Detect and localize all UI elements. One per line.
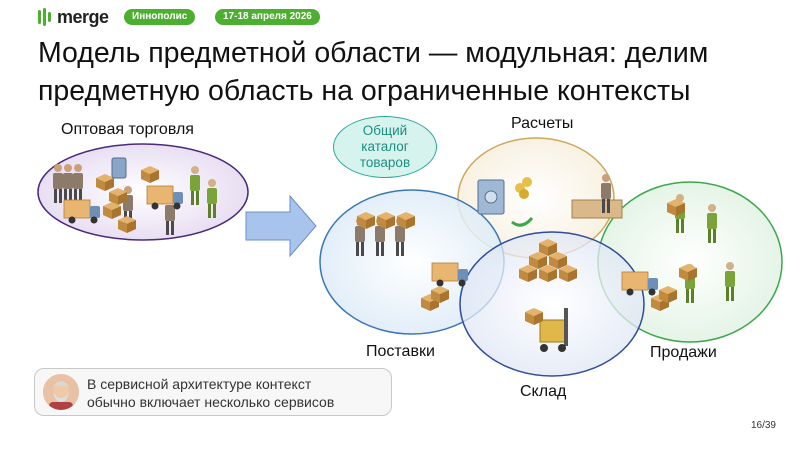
catalog-line-1: Общий [362,123,408,138]
logo-text: merge [57,6,109,27]
payments-cashier-icon [571,174,623,219]
slide-title-line-1: Модель предметной области — модульная: д… [38,37,709,69]
payments-context-label: Расчеты [511,115,574,132]
wholesale-safe-icon [111,157,127,179]
speaker-avatar [43,374,79,410]
merge-logo-icon [38,8,51,26]
note-line-2: обычно включает несколько сервисов [87,394,335,410]
slide-title-line-2: предметную область на ограниченные конте… [38,75,691,107]
catalog-line-2: каталог [361,139,409,154]
merge-logo: merge [38,7,109,27]
catalog-line-3: товаров [359,155,411,170]
shared-catalog-badge: Общий каталог товаров [333,116,437,178]
location-badge: Иннополис [124,9,196,25]
warehouse-forklift-icon [525,308,568,352]
note-line-1: В сервисной архитектуре контекст [87,376,312,392]
supply-context-label: Поставки [366,343,435,360]
page-number: 16/39 [750,420,776,431]
transform-arrow [245,194,317,258]
sales-context-label: Продажи [650,344,717,361]
warehouse-context-ellipse [459,231,645,377]
speaker-note-text: В сервисной архитектуре контекст обычно … [87,375,334,411]
speaker-note: В сервисной архитектуре контекст обычно … [34,368,392,416]
wholesale-context-label: Оптовая торговля [61,121,194,138]
date-badge: 17-18 апреля 2026 [215,9,320,25]
slide-title: Модель предметной области — модульная: д… [38,34,778,110]
payments-coins-icon [515,177,532,199]
warehouse-context-label: Склад [520,383,567,400]
payments-safe-icon [477,179,505,215]
payments-cycle-arrow-icon [511,217,534,227]
